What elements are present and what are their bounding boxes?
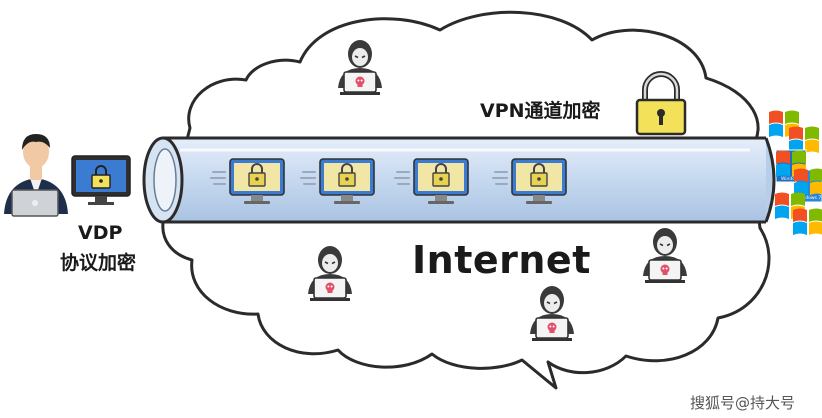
internet-label: Internet xyxy=(412,238,591,282)
vdp-encryption-label: 协议加密 xyxy=(60,252,137,274)
vdp-label: VDP xyxy=(78,222,123,244)
svg-text:Windows 7: Windows 7 xyxy=(797,195,822,201)
monitor-lock-icon xyxy=(71,155,131,205)
svg-text:Windows: Windows xyxy=(781,176,802,182)
watermark: 搜狐号@持大号 xyxy=(690,394,796,412)
vpn-tunnel-label: VPN通道加密 xyxy=(480,100,601,122)
user-with-laptop-icon xyxy=(4,134,68,217)
padlock-icon xyxy=(635,71,687,136)
windows-logo-icon: Windows Windows 7 xyxy=(769,110,822,235)
